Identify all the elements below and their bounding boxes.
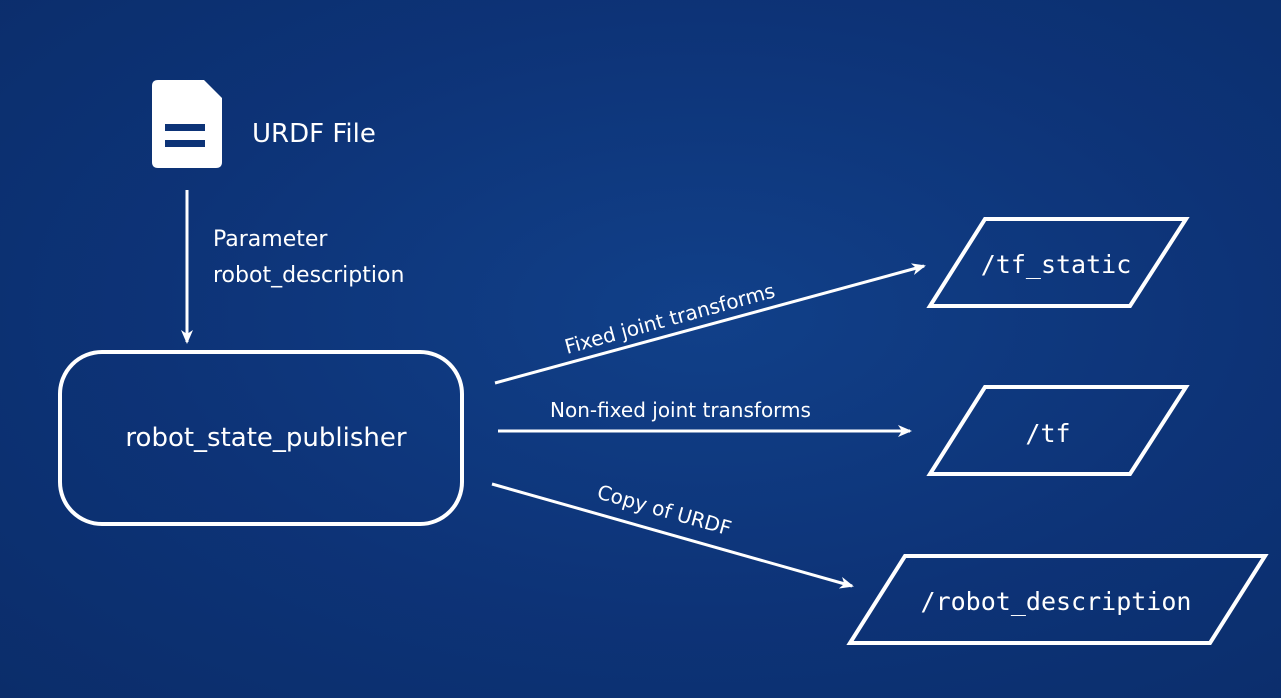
fixed-joint-label: Fixed joint transforms xyxy=(562,278,778,358)
urdf-file-label: URDF File xyxy=(252,119,376,149)
tf-label: /tf xyxy=(1025,419,1070,448)
document-icon xyxy=(152,80,222,168)
robot-state-publisher-node xyxy=(58,350,464,526)
robot-description-topic xyxy=(846,554,1269,645)
tf-static-label: /tf_static xyxy=(981,250,1132,279)
robot-description-param-label: robot_description xyxy=(213,263,404,288)
non-fixed-joint-label: Non-fixed joint transforms xyxy=(550,398,811,422)
robot-state-publisher-label: robot_state_publisher xyxy=(125,423,406,453)
parameter-label: Parameter xyxy=(213,227,328,252)
tf-static-topic xyxy=(926,217,1190,308)
tf-topic xyxy=(926,385,1190,476)
copy-urdf-arrow xyxy=(491,482,854,589)
fixed-joint-arrow xyxy=(494,263,926,385)
robot-description-topic-label: /robot_description xyxy=(921,587,1192,616)
